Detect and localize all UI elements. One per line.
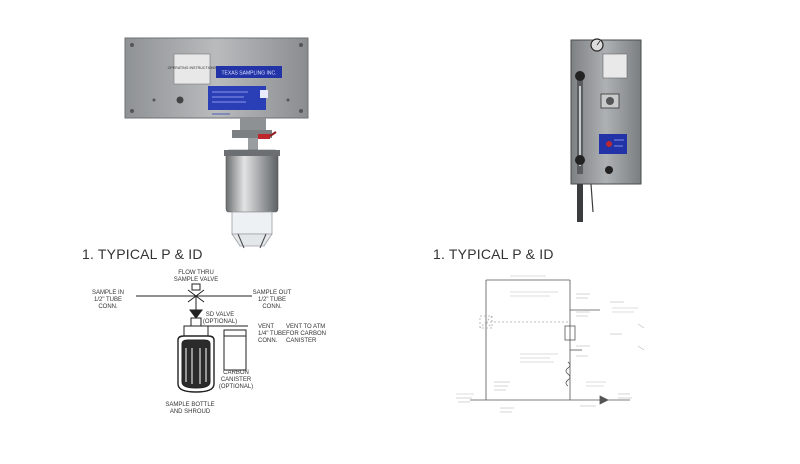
svg-text:AND SHROUD: AND SHROUD: [170, 409, 211, 415]
svg-text:SAMPLE VALVE: SAMPLE VALVE: [174, 277, 218, 283]
left-heading: 1. TYPICAL P & ID: [82, 246, 203, 262]
sample-out-label: SAMPLE OUT: [253, 290, 292, 296]
svg-text:FOR CARBON: FOR CARBON: [286, 331, 326, 337]
right-heading: 1. TYPICAL P & ID: [433, 246, 554, 262]
bottle-label: SAMPLE BOTTLE: [165, 402, 214, 408]
svg-text:CONN.: CONN.: [262, 304, 282, 310]
svg-text:(OPTIONAL): (OPTIONAL): [203, 319, 237, 325]
left-pid-diagram: FLOW THRU SAMPLE VALVE SAMPLE IN 1/2" TU…: [92, 270, 326, 415]
flow-valve-label: FLOW THRU: [178, 270, 214, 276]
brand-label: TEXAS SAMPLING INC.: [221, 71, 276, 77]
svg-text:CONN.: CONN.: [258, 338, 278, 344]
vent-tube-label: VENT: [258, 324, 274, 330]
svg-text:CONN.: CONN.: [98, 304, 118, 310]
left-panel-photo: OPERATING INSTRUCTIONS TEXAS SAMPLING IN…: [124, 37, 309, 249]
sample-in-label: SAMPLE IN: [92, 290, 124, 296]
sd-valve-label: SD VALVE: [206, 312, 234, 318]
right-panel-photo: [570, 38, 642, 222]
vent-atm-label: VENT TO ATM: [286, 324, 325, 330]
svg-text:CANISTER: CANISTER: [286, 338, 317, 344]
carbon-label: CARBON: [223, 370, 249, 376]
right-pid-diagram: [456, 275, 645, 413]
svg-text:1/2" TUBE: 1/2" TUBE: [94, 297, 122, 303]
svg-text:CANISTER: CANISTER: [221, 377, 252, 383]
instructions-label: OPERATING INSTRUCTIONS: [168, 66, 217, 70]
svg-text:1/2" TUBE: 1/2" TUBE: [258, 297, 286, 303]
svg-text:1/4" TUBE: 1/4" TUBE: [258, 331, 286, 337]
svg-text:(OPTIONAL): (OPTIONAL): [219, 384, 253, 390]
